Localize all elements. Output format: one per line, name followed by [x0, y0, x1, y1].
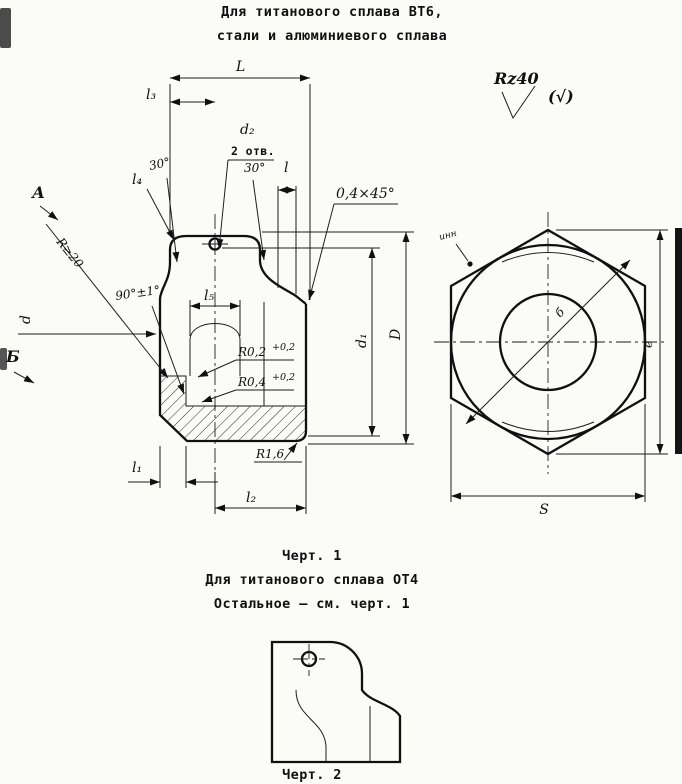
scan-artifact: [675, 228, 682, 454]
view-arrow: [13, 371, 35, 384]
roughness-alt-label: (√): [548, 87, 574, 106]
view-label-B: Б: [5, 347, 20, 366]
chamfer-circle: [449, 243, 647, 441]
dim-line: [465, 259, 631, 425]
dim-label-d1: d₁: [354, 333, 370, 348]
dim-label-l3: l₃: [146, 87, 156, 103]
dim-label-e: е: [641, 341, 655, 348]
inner-curve-line: [295, 689, 327, 762]
roughness-value-label: Rz40: [493, 69, 539, 88]
dim-label-l4: l₄: [132, 172, 142, 188]
dim-label-r02-tol: +0,2: [272, 342, 295, 353]
leader-line: [216, 159, 229, 250]
dim-label-d: d: [18, 315, 34, 324]
figure1-section-view: [158, 214, 308, 472]
check-symbol-icon: [501, 85, 536, 120]
section-hatch-region: [160, 376, 306, 441]
left-flare-outline: [158, 261, 172, 299]
bore-cavity-outline: [189, 323, 241, 376]
dim-label-l5: l₅: [204, 288, 214, 304]
figure1-hex-view: б инн е S: [434, 212, 668, 518]
dim-label-angle90: 90°±1°: [114, 283, 160, 303]
dim-label-l: l: [284, 160, 288, 176]
figure1-dimensions: L l₃ d₂ 2 отв. l₄ 30° 30° l 0,4×45° А R≥…: [5, 59, 414, 514]
figure1-caption: Черт. 1: [282, 548, 342, 564]
figure2-detail-view: [270, 640, 402, 764]
leader-line: [283, 442, 298, 461]
dim-label-L: L: [235, 59, 245, 75]
corner-arc: [501, 421, 595, 432]
material-note-line1: Для титанового сплава ВТ6,: [221, 4, 443, 20]
figure2-note-line1: Для титанового сплава ОТ4: [205, 572, 418, 588]
dim-label-l1: l₁: [132, 460, 142, 476]
dome-outline: [168, 234, 262, 262]
view-label-A: А: [31, 183, 45, 202]
view-arrow: [39, 205, 59, 221]
leader-line: [151, 305, 185, 395]
roughness-callout-label: инн: [438, 229, 458, 243]
scan-artifacts: [0, 8, 682, 454]
figure2-caption: Черт. 2: [282, 767, 342, 783]
holes-count-label: 2 отв.: [231, 144, 275, 158]
surface-finish-mark: Rz40 (√): [493, 69, 574, 120]
dim-label-diagonal: б: [552, 305, 568, 321]
scan-artifact: [0, 348, 7, 370]
dim-label-r20: R≥20: [53, 234, 86, 271]
scan-artifact: [0, 8, 11, 48]
leader-line: [201, 389, 237, 403]
leader-line: [166, 177, 180, 263]
leader-line: [45, 223, 169, 379]
dim-label-angle30-left: 30°: [148, 155, 172, 173]
dim-label-angle30-right: 30°: [244, 161, 265, 175]
detail-outline: [270, 640, 402, 764]
mark-dot: [467, 261, 473, 267]
leader-line: [197, 359, 237, 378]
dim-label-r16: R1,6: [255, 447, 284, 461]
dim-label-chamfer: 0,4×45°: [336, 186, 395, 202]
right-flare-outline: [258, 261, 307, 305]
flange-inner-outline: [160, 375, 306, 407]
material-note-line2: стали и алюминиевого сплава: [217, 28, 447, 44]
leader-line: [146, 188, 175, 241]
corner-arc: [501, 252, 595, 263]
dim-label-S: S: [539, 502, 549, 518]
dim-label-d2: d₂: [240, 122, 255, 138]
leader-line: [252, 179, 267, 261]
dim-label-D: D: [388, 329, 404, 341]
dim-label-r02: R0,2: [237, 345, 266, 359]
dim-label-l2: l₂: [246, 490, 256, 506]
leader-line: [455, 243, 469, 262]
hex-outline: [449, 228, 647, 456]
dim-label-r04-tol: +0,2: [272, 372, 295, 383]
flange-outer-outline: [158, 376, 308, 443]
figure2-note-line2: Остальное – см. черт. 1: [214, 596, 410, 612]
dim-label-r04: R0,4: [237, 375, 266, 389]
leader-line: [308, 203, 335, 301]
